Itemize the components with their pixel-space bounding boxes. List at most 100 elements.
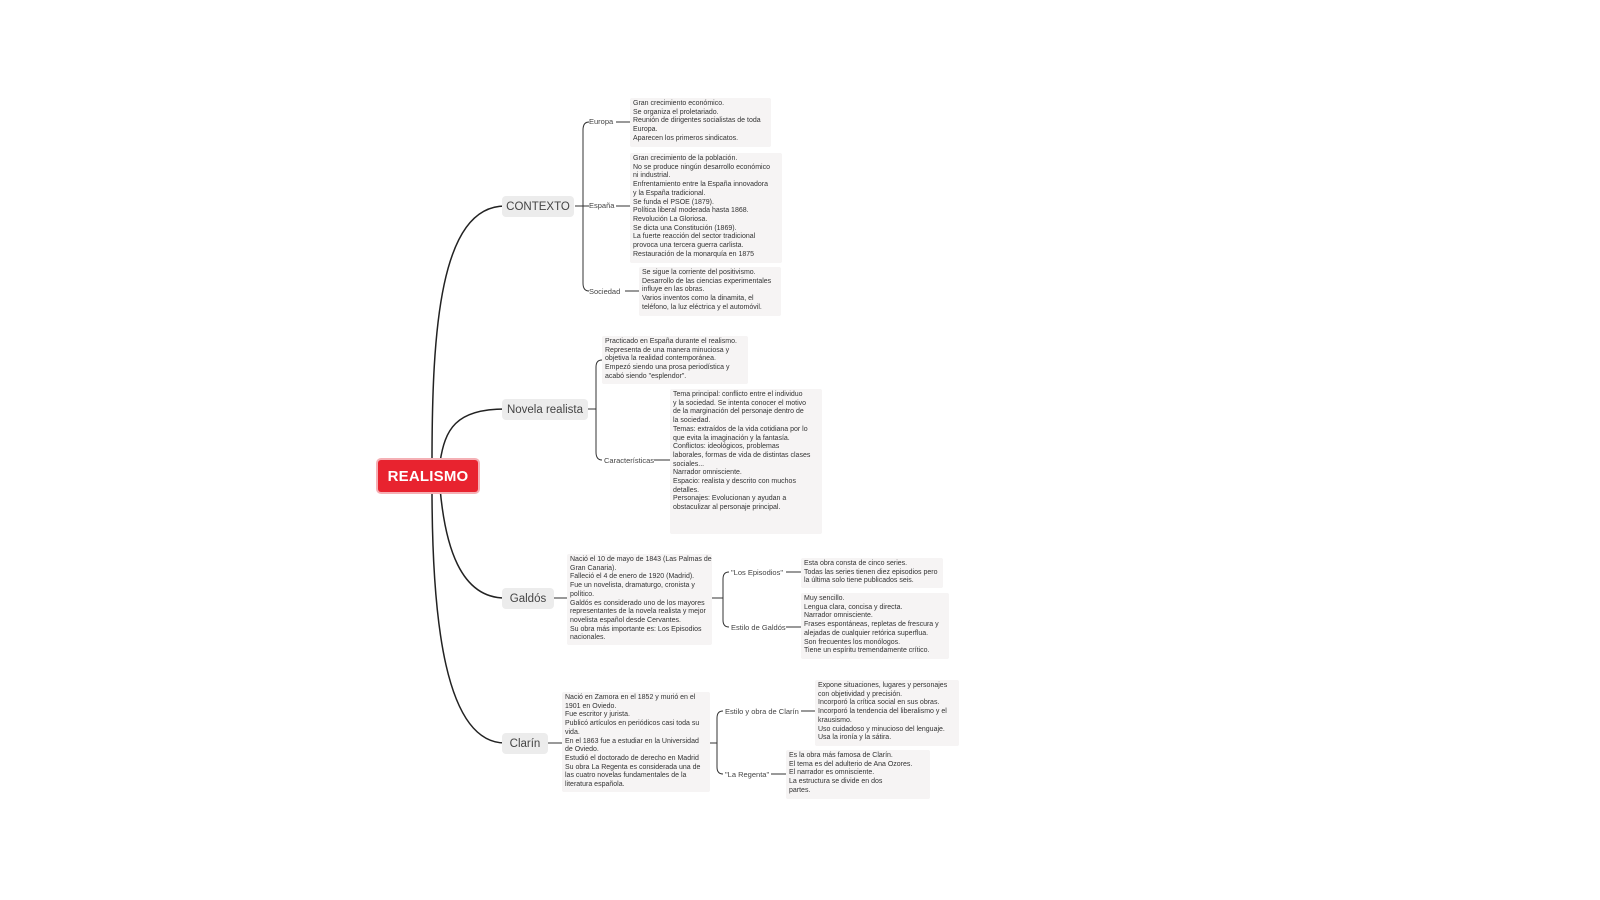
note-line: representantes de la novela realista y m… [570, 608, 706, 616]
note-novela-intro[interactable]: Practicado en España durante el realismo… [602, 336, 748, 384]
note-galdos-bio[interactable]: Nació el 10 de mayo de 1843 (Las Palmas … [567, 554, 712, 645]
note-line: El tema es del adulterio de Ana Ozores. [789, 760, 913, 768]
note-line: acabó siendo "esplendor". [605, 372, 687, 380]
subtopic-espana[interactable]: España [589, 201, 615, 210]
note-line: Fue un novelista, dramaturgo, cronista y [570, 582, 695, 590]
topic-galdos[interactable]: Galdós [502, 588, 554, 609]
note-line: Incorporó la crítica social en sus obras… [818, 699, 940, 707]
note-line: Aparecen los primeros sindicatos. [633, 134, 739, 142]
note-line: Son frecuentes los monólogos. [804, 638, 901, 646]
note-line: de Oviedo. [565, 746, 599, 754]
note-line: Uso cuidadoso y minucioso del lenguaje. [818, 725, 945, 733]
note-line: Restauración de la monarquía en 1875 [633, 250, 755, 258]
note-line: de la marginación del personaje dentro d… [673, 408, 804, 416]
note-line: Usa la ironía y la sátira. [818, 734, 892, 742]
note-line: Muy sencillo. [804, 595, 845, 602]
note-line: alejadas de cualquier retórica superflua… [804, 629, 929, 637]
note-line: Europa. [633, 126, 658, 134]
note-line: Se sigue la corriente del positivismo. [642, 269, 756, 276]
note-line: Nació en Zamora en el 1852 y murió en el [565, 694, 696, 701]
topic-clarin[interactable]: Clarín [502, 733, 548, 754]
note-espana[interactable]: Gran crecimiento de la población. No se … [630, 153, 782, 263]
note-line: El narrador es omnisciente. [789, 769, 875, 777]
note-clarin-bio[interactable]: Nació en Zamora en el 1852 y murió en el… [562, 692, 710, 792]
note-line: detalles. [673, 486, 700, 494]
note-line: influye en las obras. [642, 286, 705, 294]
note-line: 1901 en Oviedo. [565, 702, 617, 710]
note-line: político. [570, 590, 595, 598]
connector-root-contexto [431, 205, 506, 463]
subtopic-europa[interactable]: Europa [589, 117, 614, 126]
note-line: Representa de una manera minuciosa y [605, 346, 730, 354]
note-line: Estudió el doctorado de derecho en Madri… [565, 754, 699, 762]
note-line: Nació el 10 de mayo de 1843 (Las Palmas … [570, 556, 712, 563]
note-line: Lengua clara, concisa y directa. [804, 603, 903, 611]
note-sociedad[interactable]: Se sigue la corriente del positivismo. D… [639, 267, 781, 316]
note-line: Gran crecimiento de la población. [633, 155, 738, 162]
note-line: Personajes: Evolucionan y ayudan a [673, 495, 787, 503]
note-line: Se funda el PSOE (1879). [633, 198, 714, 206]
note-line: Empezó siendo una prosa periodística y [605, 364, 730, 372]
note-line: Falleció el 4 de enero de 1920 (Madrid). [570, 573, 695, 581]
note-line: con objetividad y precisión. [818, 690, 903, 698]
note-line: las cuatro novelas fundamentales de la [565, 772, 687, 780]
note-line: Enfrentamiento entre la España innovador… [633, 181, 769, 189]
note-line: Frases espontáneas, repletas de frescura… [804, 621, 939, 629]
note-line: Revolución La Gloriosa. [633, 215, 708, 223]
note-line: novelista español desde Cervantes. [570, 616, 681, 624]
note-line: Esta obra consta de cinco series. [804, 560, 908, 567]
note-line: provoca una tercera guerra carlista. [633, 242, 744, 250]
note-line: krausismo. [818, 716, 852, 724]
note-line: Todas las series tienen diez episodios p… [804, 568, 938, 576]
subtopic-estilo-clarin[interactable]: Estilo y obra de Clarín [725, 707, 799, 716]
note-line: La estructura se divide en dos [789, 778, 883, 786]
root-node-realismo[interactable]: REALISMO [378, 460, 478, 492]
subtopic-sociedad[interactable]: Sociedad [589, 287, 621, 296]
connector-root-novela [439, 408, 506, 463]
note-line: vida. [565, 728, 580, 736]
note-caracteristicas[interactable]: Tema principal: conflicto entre el indiv… [670, 389, 822, 534]
topic-contexto[interactable]: CONTEXTO [502, 196, 574, 217]
note-line: En el 1863 fue a estudiar en la Universi… [565, 737, 699, 745]
note-line: Narrador omnisciente. [804, 612, 873, 620]
note-line: nacionales. [570, 634, 606, 642]
note-line: Su obra La Regenta es considerada una de [565, 763, 701, 771]
note-line: la última solo tiene publicados seis. [804, 577, 914, 585]
note-line: Tema principal: conflicto entre el indiv… [673, 391, 803, 398]
note-line: que evita la imaginación y la fantasía. [673, 434, 790, 442]
connector-root-clarin [431, 487, 506, 744]
note-line: objetiva la realidad contemporánea. [605, 355, 716, 363]
note-line: Publicó artículos en periódicos casi tod… [565, 720, 700, 728]
note-line: Gran Canaria). [570, 564, 617, 572]
subtopic-estilo-galdos[interactable]: Estilo de Galdós [731, 623, 786, 632]
note-line: Galdós es considerado uno de los mayores [570, 599, 705, 607]
note-line: Es la obra más famosa de Clarín. [789, 752, 893, 759]
note-line: Reunión de dirigentes socialistas de tod… [633, 117, 761, 125]
note-line: sociales... [673, 460, 705, 468]
note-line: Política liberal moderada hasta 1868. [633, 207, 749, 215]
note-line: Conflictos: ideológicos, problemas [673, 443, 780, 451]
subtopic-la-regenta[interactable]: "La Regenta" [725, 770, 770, 779]
note-line: Gran crecimiento económico. [633, 100, 725, 107]
connector-root-galdos [439, 487, 506, 599]
note-line: partes. [789, 786, 811, 794]
note-line: Tiene un espíritu tremendamente crítico. [804, 647, 930, 655]
note-line: Practicado en España durante el realismo… [605, 338, 737, 345]
note-europa[interactable]: Gran crecimiento económico. Se organiza … [630, 98, 771, 147]
branch-lines [548, 121, 815, 775]
note-estilo-galdos[interactable]: Muy sencillo. Lengua clara, concisa y di… [801, 593, 949, 659]
note-line: y la sociedad. Se intenta conocer el mot… [673, 399, 807, 407]
note-line: No se produce ningún desarrollo económic… [633, 163, 770, 171]
topic-novela-realista[interactable]: Novela realista [502, 399, 588, 420]
subtopic-los-episodios[interactable]: "Los Episodios" [731, 568, 784, 577]
note-la-regenta[interactable]: Es la obra más famosa de Clarín. El tema… [786, 750, 930, 799]
note-line: literatura española. [565, 781, 625, 789]
note-line: obstaculizar al personaje principal. [673, 504, 781, 512]
note-estilo-clarin[interactable]: Expone situaciones, lugares y personajes… [815, 680, 959, 746]
note-los-episodios[interactable]: Esta obra consta de cinco series. Todas … [801, 558, 943, 588]
subtopic-caracteristicas[interactable]: Características [604, 456, 655, 465]
note-line: Se organiza el proletariado. [633, 108, 719, 116]
note-line: teléfono, la luz eléctrica y el automóvi… [642, 303, 762, 311]
